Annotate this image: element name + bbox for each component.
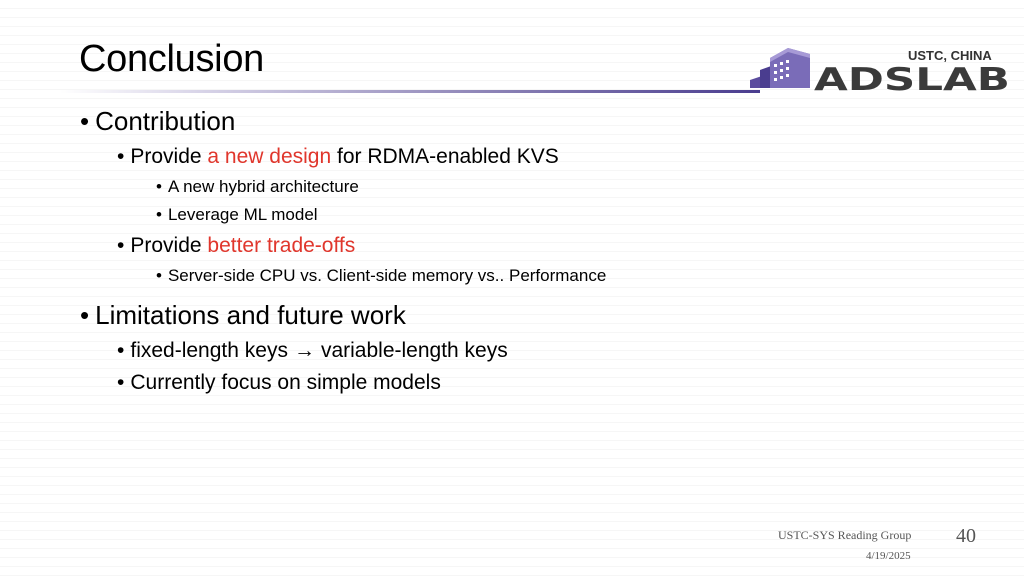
bullet-ml-model: •Leverage ML model [156,205,318,224]
bullet-contribution: •Contribution [80,106,236,136]
page-number: 40 [956,525,976,547]
building-icon [750,48,810,88]
highlight-new-design: a new design [207,145,332,168]
bullet-hybrid-architecture: •A new hybrid architecture [156,177,359,196]
bullet-key-length: •fixed-length keys→variable-length keys [117,339,508,362]
svg-text:USTC, CHINA: USTC, CHINA [908,48,992,63]
highlight-trade-offs: better trade-offs [207,234,356,257]
title-underline [60,90,760,93]
bullet-cpu-memory-performance: •Server-side CPU vs. Client-side memory … [156,266,607,285]
footer-group-name: USTC-SYS Reading Group [778,528,912,542]
bullet-limitations: •Limitations and future work [80,300,406,330]
bullet-simple-models: •Currently focus on simple models [117,371,441,394]
adslab-logo: USTC, CHINA ADSLAB [750,48,1010,96]
right-arrow-icon: → [293,339,315,362]
slide-title: Conclusion [79,38,264,80]
bullet-trade-offs: •Provide better trade-offs [117,234,356,257]
svg-text:ADSLAB: ADSLAB [814,62,1010,96]
bullet-new-design: •Provide a new design for RDMA-enabled K… [117,145,559,168]
footer-date: 4/19/2025 [866,550,911,562]
